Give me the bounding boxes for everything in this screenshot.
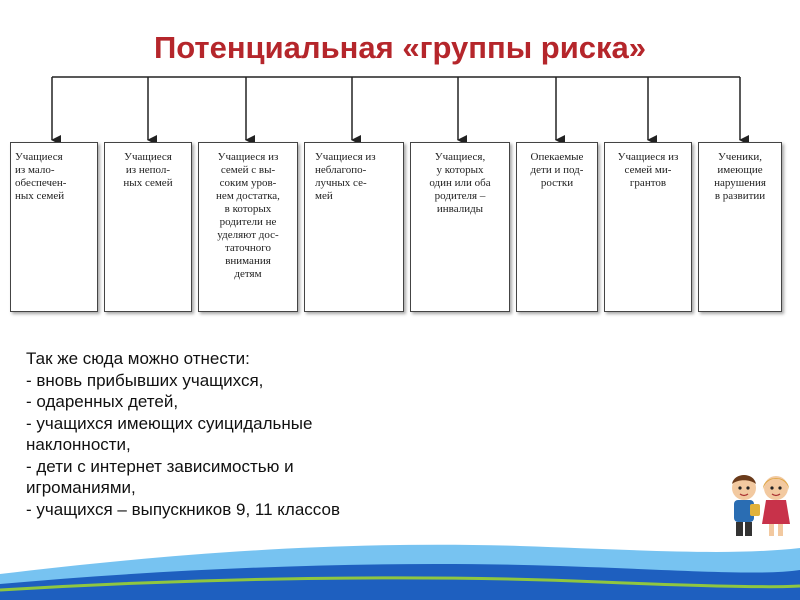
additional-groups-list: Так же сюда можно отнести: - вновь прибы… — [26, 348, 446, 520]
category-box-4: Учащиеся из неблагопо- лучных се- мей — [304, 142, 404, 312]
list-item: - дети с интернет зависимостью и игроман… — [26, 456, 294, 498]
slide-title: Потенциальная «группы риска» — [153, 30, 647, 65]
list-item: - учащихся – выпускников 9, 11 классов — [26, 499, 340, 519]
list-item: - одаренных детей, — [26, 392, 179, 411]
additional-groups-heading: Так же сюда можно отнести: — [26, 349, 250, 368]
category-box-2: Учащиеся из непол- ных семей — [104, 142, 192, 312]
category-box-6: Опекаемые дети и под- ростки — [516, 142, 598, 312]
list-item: - учащихся имеющих суицидальные наклонно… — [26, 413, 313, 455]
category-box-8: Ученики, имеющие нарушения в развитии — [698, 142, 782, 312]
category-box-7: Учащиеся из семей ми- грантов — [604, 142, 692, 312]
category-box-3: Учащиеся из семей с вы- соким уров- нем … — [198, 142, 298, 312]
schoolchildren-illustration — [732, 475, 790, 536]
category-box-5: Учащиеся, у которых один или оба родител… — [410, 142, 510, 312]
category-box-1: Учащиеся из мало- обеспечен- ных семей — [10, 142, 98, 312]
list-item: - вновь прибывших учащихся, — [26, 370, 264, 390]
